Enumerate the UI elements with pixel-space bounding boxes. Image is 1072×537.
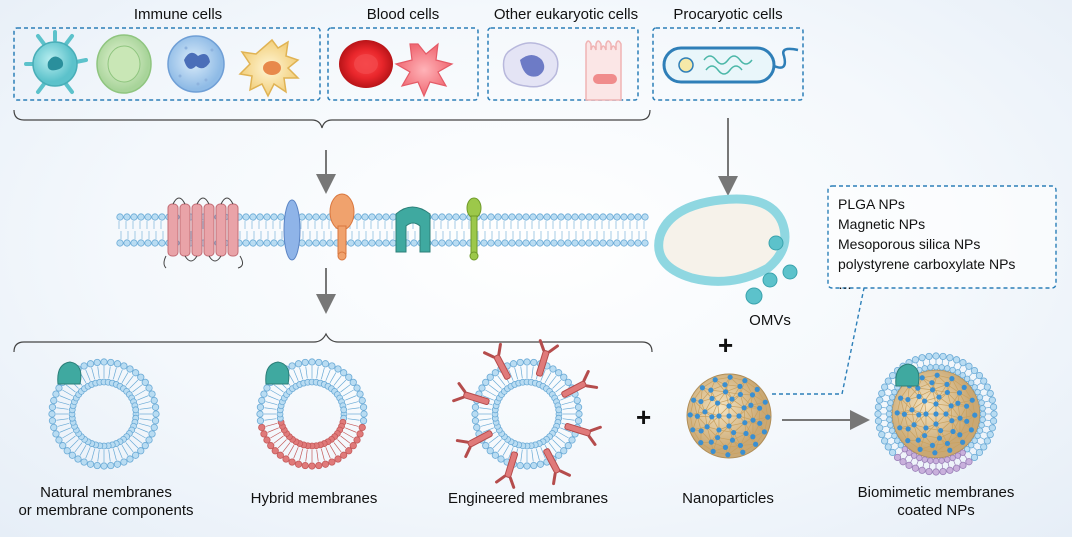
label-omvs: OMVs	[749, 312, 791, 329]
label-coated-line1: Biomimetic membranes	[857, 484, 1015, 501]
label-hybrid-membranes: Hybrid membranes	[250, 490, 378, 507]
gpcr-protein-icon	[163, 197, 244, 269]
nanoparticle-icon	[686, 373, 772, 459]
channel-protein-teal-icon	[395, 206, 431, 253]
blood-cells-box	[327, 27, 479, 101]
label-natural-line2: or membrane components	[18, 502, 194, 519]
np-type-item: …	[838, 276, 852, 292]
label-immune-cells: Immune cells	[133, 6, 223, 23]
engineered-membrane-vesicle	[452, 339, 602, 489]
immune-cells-box	[13, 27, 321, 101]
bottom-brace	[13, 332, 653, 353]
hybrid-membrane-vesicle	[256, 358, 368, 470]
red-blood-cell-icon	[339, 40, 393, 88]
np-type-item: Magnetic NPs	[838, 216, 926, 232]
np-type-item: polystyrene carboxylate NPs	[838, 256, 1016, 272]
np-type-item: Mesoporous silica NPs	[838, 236, 981, 252]
np-types-callout-box	[827, 185, 1057, 289]
label-coated-line2: coated NPs	[897, 502, 975, 519]
neutrophil-icon	[167, 35, 225, 93]
receptor-protein-orange-icon	[329, 193, 355, 261]
label-coated-nps: Biomimetic membranes coated NPs	[858, 484, 1015, 520]
label-procaryotic-cells: Procaryotic cells	[673, 6, 783, 23]
plus-sign-upper: +	[718, 330, 734, 360]
natural-membrane-vesicle	[48, 358, 160, 470]
callout-leader	[772, 287, 865, 395]
coated-np-vesicle	[874, 352, 998, 476]
fibroblast-icon	[502, 42, 559, 88]
np-types-list: PLGA NPs Magnetic NPs Mesoporous silica …	[838, 194, 1015, 294]
omv-vesicles	[654, 194, 798, 305]
procaryotic-box	[652, 27, 804, 101]
platelet-icon	[394, 42, 454, 98]
integral-protein-blue-icon	[283, 199, 301, 261]
label-other-eukaryotic-cells: Other eukaryotic cells	[493, 6, 639, 23]
other-eukaryotic-box	[487, 27, 639, 101]
plus-sign-left: +	[636, 402, 652, 432]
label-natural-membranes: Natural membranes or membrane components	[18, 484, 193, 520]
bacterium-icon	[662, 46, 799, 84]
macrophage-icon	[238, 38, 300, 98]
label-engineered-membranes: Engineered membranes	[447, 490, 609, 507]
top-brace	[13, 109, 651, 129]
dendritic-cell-icon	[24, 30, 88, 94]
epithelial-cell-icon	[585, 40, 622, 101]
membrane-proteins	[163, 193, 482, 269]
anchored-protein-green-icon	[466, 197, 482, 261]
lymphocyte-icon	[96, 34, 152, 94]
label-nanoparticles: Nanoparticles	[682, 490, 774, 507]
np-type-item: PLGA NPs	[838, 196, 905, 212]
label-blood-cells: Blood cells	[366, 6, 440, 23]
label-natural-line1: Natural membranes	[40, 484, 172, 501]
